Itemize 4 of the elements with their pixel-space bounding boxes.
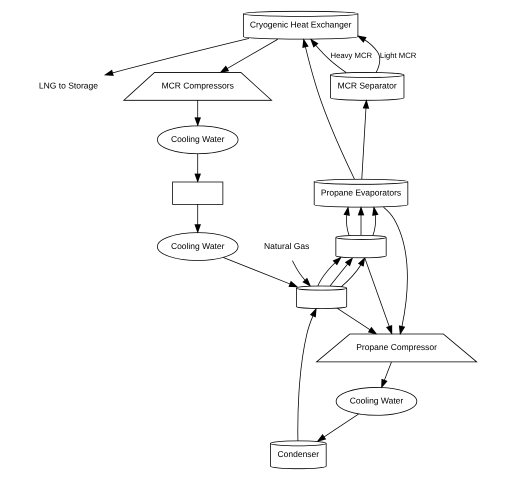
edge-label: Heavy MCR: [330, 50, 372, 60]
node-text: LNG to Storage: [38, 80, 98, 91]
node-text: Natural Gas: [264, 240, 310, 251]
edge-label: Light MCR: [380, 50, 416, 60]
